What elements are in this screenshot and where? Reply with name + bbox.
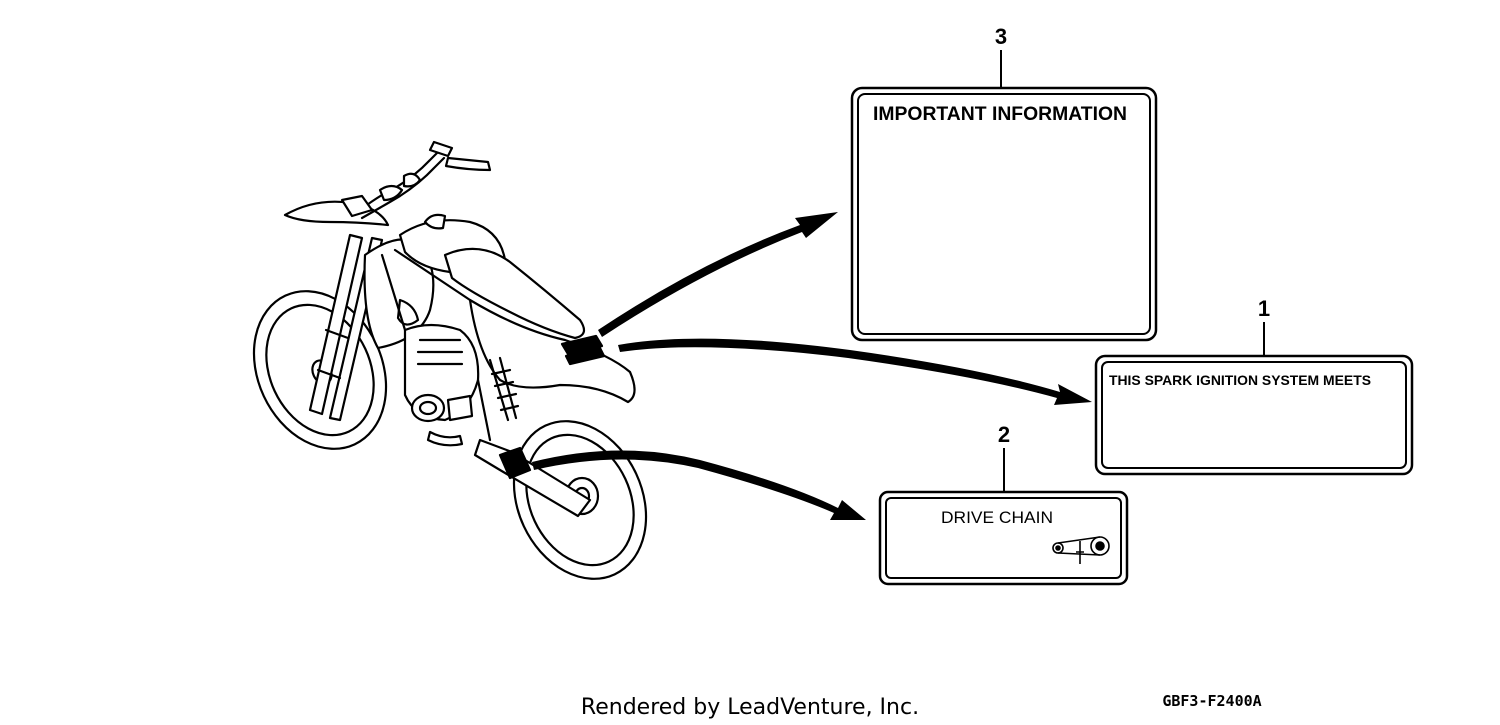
arrow-to-spark-ignition <box>618 338 1092 405</box>
label-drive-chain: 2 DRIVE CHAIN <box>878 422 1129 586</box>
spark-ignition-title: THIS SPARK IGNITION SYSTEM MEETS <box>1109 372 1371 388</box>
label-spark-ignition: 1 THIS SPARK IGNITION SYSTEM MEETS <box>1094 296 1414 476</box>
dirt-bike-drawing <box>252 140 648 580</box>
drive-chain-icon <box>1052 536 1110 564</box>
arrow-to-drive-chain <box>532 450 866 520</box>
callout-number-1: 1 <box>1258 296 1270 321</box>
important-information-title: IMPORTANT INFORMATION <box>873 104 1127 125</box>
label-important-information: 3 IMPORTANT INFORMATION <box>850 24 1158 342</box>
rendered-by-credit: Rendered by LeadVenture, Inc. <box>581 695 919 720</box>
callout-number-3: 3 <box>995 24 1007 49</box>
pointer-arrows <box>532 212 1092 520</box>
callout-number-2: 2 <box>998 422 1010 447</box>
drive-chain-title: DRIVE CHAIN <box>941 508 1053 527</box>
arrow-to-important-information <box>598 212 838 337</box>
diagram-code: GBF3-F2400A <box>1162 692 1261 710</box>
